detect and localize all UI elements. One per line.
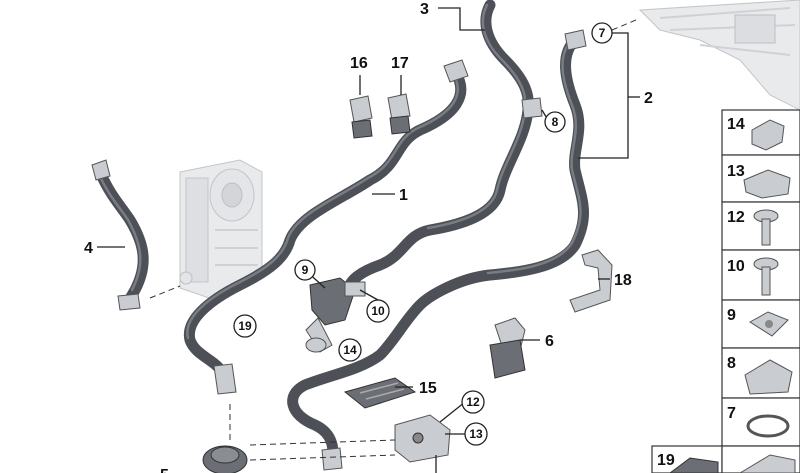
bracket-13 xyxy=(394,414,451,463)
callout-circle-19: 19 xyxy=(233,314,257,338)
hose-3 xyxy=(342,0,543,296)
svg-text:10: 10 xyxy=(727,258,745,275)
parts-panel: 14 13 12 10 9 8 xyxy=(651,109,800,473)
callout-12: 12 xyxy=(466,395,480,409)
callout-5: 5 xyxy=(160,467,169,473)
panel-cell-14: 14 xyxy=(721,109,800,156)
panel-cell-7: 7 xyxy=(721,397,800,447)
svg-text:19: 19 xyxy=(657,452,675,469)
clamp-17 xyxy=(387,93,411,135)
callout-2: 2 xyxy=(644,90,653,107)
radiator-module-ghost xyxy=(179,159,263,301)
valve-assembly xyxy=(305,277,366,353)
engine-block-ghost xyxy=(638,0,800,111)
panel-cell-8: 8 xyxy=(721,347,800,399)
callout-13: 13 xyxy=(469,427,483,441)
callout-4: 4 xyxy=(84,240,93,257)
callout-circle-8: 8 xyxy=(544,111,566,133)
hose-4 xyxy=(91,159,149,311)
panel-cell-10: 10 xyxy=(721,249,800,301)
callout-18: 18 xyxy=(614,272,632,289)
callout-8: 8 xyxy=(552,115,559,129)
leader-lines xyxy=(97,7,640,473)
callout-circle-12: 12 xyxy=(461,390,485,414)
callout-circle-9: 9 xyxy=(294,259,316,281)
hose-2 xyxy=(287,29,589,471)
clamp-16 xyxy=(349,95,373,139)
pad-15 xyxy=(343,377,417,409)
callout-17: 17 xyxy=(391,55,409,72)
callout-16: 16 xyxy=(350,55,368,72)
svg-text:7: 7 xyxy=(727,405,736,422)
callout-6: 6 xyxy=(545,333,554,350)
callout-15: 15 xyxy=(419,380,437,397)
svg-text:8: 8 xyxy=(727,355,736,372)
panel-cell-empty xyxy=(721,445,800,473)
svg-text:12: 12 xyxy=(727,209,745,226)
callout-circle-7: 7 xyxy=(591,22,613,44)
callout-7: 7 xyxy=(599,26,606,40)
callout-circle-10: 10 xyxy=(366,299,390,323)
hose-1 xyxy=(183,59,469,395)
callout-circle-13: 13 xyxy=(464,422,488,446)
callout-14: 14 xyxy=(343,343,357,357)
callout-10: 10 xyxy=(371,304,385,318)
svg-text:13: 13 xyxy=(727,163,745,180)
panel-cell-9: 9 xyxy=(721,299,800,349)
panel-cell-19: 19 xyxy=(651,445,723,473)
pump-5 xyxy=(202,445,248,473)
panel-cell-13: 13 xyxy=(721,154,800,203)
callout-1: 1 xyxy=(399,187,408,204)
bracket-6 xyxy=(489,317,526,379)
svg-text:14: 14 xyxy=(727,116,745,133)
callout-9: 9 xyxy=(302,263,309,277)
svg-text:9: 9 xyxy=(727,307,736,324)
callout-circle-14: 14 xyxy=(338,338,362,362)
callout-3: 3 xyxy=(420,1,429,18)
panel-cell-12: 12 xyxy=(721,201,800,251)
callout-19: 19 xyxy=(238,319,252,333)
bracket-18 xyxy=(569,249,613,313)
